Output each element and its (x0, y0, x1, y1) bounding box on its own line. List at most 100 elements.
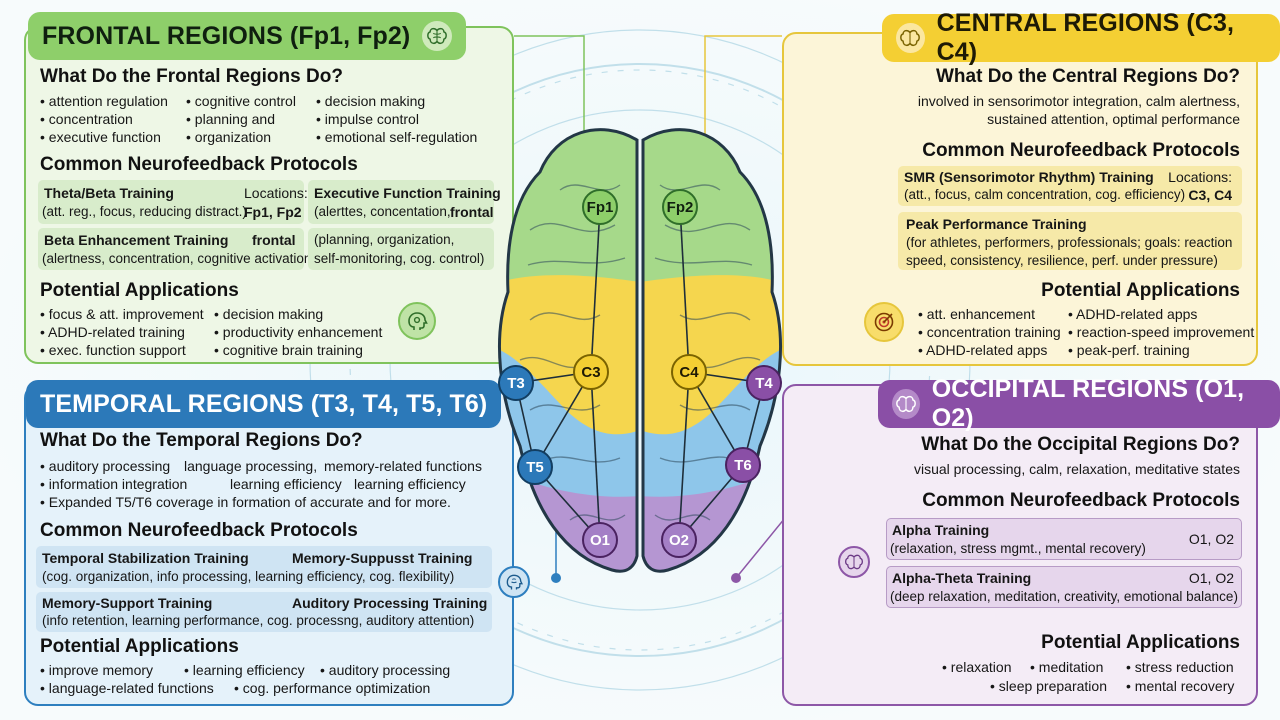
protocol-desc: (cog. organization, info processing, lea… (42, 569, 455, 584)
protocol-name: Beta Enhancement Training (44, 232, 229, 248)
temporal-function: memory-related functions (324, 458, 482, 474)
protocol-desc: (alerttes, concentation, (314, 204, 451, 219)
protocol-location: O1, O2 (1188, 531, 1234, 547)
temporal-function: • auditory processing (40, 458, 171, 474)
central-question: What Do the Central Regions Do? (936, 66, 1240, 87)
frontal-app: • productivity enhancement (214, 324, 383, 340)
temporal-apps-heading: Potential Applications (40, 636, 239, 657)
occipital-app: • sleep preparation (990, 678, 1107, 694)
central-app: • concentration training (918, 324, 1061, 340)
electrode-o1: O1 (582, 522, 618, 558)
temporal-app: • language-related functions (40, 680, 214, 696)
occipital-app: • relaxation (942, 659, 1012, 675)
protocol-name: Temporal Stabilization Training (42, 550, 249, 566)
electrode-t4: T4 (746, 365, 782, 401)
head-gear-icon (398, 302, 436, 340)
protocol-location: O1, O2 (1188, 570, 1234, 586)
protocol-desc: (alertness, concentration, cognitive act… (42, 251, 316, 266)
temporal-protocol-box (36, 592, 492, 632)
frontal-protocol-box (308, 228, 494, 270)
frontal-function: • attention regulation (40, 93, 168, 109)
temporal-note: • Expanded T5/T6 coverage in formation o… (40, 494, 451, 510)
electrode-label: T5 (526, 459, 544, 476)
central-app: • reaction-speed improvement (1068, 324, 1255, 340)
occipital-title-text: OCCIPITAL REGIONS (O1, O2) (931, 375, 1245, 432)
central-protocols-heading: Common Neurofeedback Protocols (922, 140, 1240, 161)
temporal-function: language processing, (184, 458, 318, 474)
temporal-app: • learning efficiency (184, 662, 305, 678)
occipital-desc: visual processing, calm, relaxation, med… (913, 461, 1240, 477)
protocol-name: Memory-Suppusst Training (292, 550, 473, 566)
electrode-label: Fp2 (667, 199, 694, 216)
occipital-app: • mental recovery (1126, 678, 1235, 694)
locations-label: Locations: (1168, 169, 1232, 185)
electrode-label: C4 (679, 364, 699, 381)
protocol-desc: (relaxation, stress mgmt., mental recove… (890, 541, 1146, 556)
central-app: • peak-perf. training (1068, 342, 1190, 358)
target-icon (864, 302, 904, 342)
central-protocol-box (898, 166, 1242, 206)
head-icon (498, 566, 530, 598)
electrode-c3: C3 (573, 354, 609, 390)
frontal-app: • exec. function support (40, 342, 186, 358)
brain-icon (896, 23, 925, 53)
temporal-protocols-heading: Common Neurofeedback Protocols (40, 520, 358, 541)
frontal-app: • focus & att. improvement (40, 306, 204, 322)
protocol-desc: speed, consistency, resilience, perf. un… (906, 253, 1218, 268)
frontal-function: • emotional self-regulation (316, 129, 478, 145)
frontal-protocol-box (38, 228, 304, 270)
protocol-desc: (for athletes, performers, professionals… (906, 235, 1233, 250)
electrode-fp1: Fp1 (582, 189, 618, 225)
occipital-question: What Do the Occipital Regions Do? (921, 434, 1240, 455)
protocol-desc: (info retention, learning performance, c… (42, 613, 475, 628)
frontal-protocol-box (38, 180, 304, 224)
frontal-protocol-box (308, 180, 494, 224)
occipital-app: • stress reduction (1126, 659, 1234, 675)
protocol-desc: self-monitoring, cog. control) (314, 251, 485, 266)
frontal-function: • concentration (40, 111, 133, 127)
brain-icon (422, 21, 453, 51)
frontal-function: • organization (186, 129, 272, 145)
protocol-location: frontal (252, 232, 296, 248)
frontal-app: • cognitive brain training (214, 342, 363, 358)
protocol-name: Executive Function Training (314, 185, 501, 201)
central-desc: involved in sensorimotor integration, ca… (917, 93, 1240, 109)
electrode-fp2: Fp2 (662, 189, 698, 225)
electrode-label: O1 (590, 532, 610, 549)
protocol-name: Alpha-Theta Training (892, 570, 1032, 586)
electrode-t5: T5 (517, 449, 553, 485)
occipital-protocol-box (886, 566, 1242, 608)
central-title-text: CENTRAL REGIONS (C3, C4) (936, 9, 1235, 66)
occipital-protocol-box (886, 518, 1242, 560)
protocol-name: SMR (Sensorimotor Rhythm) Training (904, 169, 1154, 185)
protocol-name: Auditory Processing Training (292, 595, 488, 611)
frontal-apps-heading: Potential Applications (40, 280, 239, 301)
electrode-label: Fp1 (587, 199, 614, 216)
occipital-protocols-heading: Common Neurofeedback Protocols (922, 490, 1240, 511)
occipital-app: • meditation (1030, 659, 1104, 675)
central-app: • att. enhancement (918, 306, 1035, 322)
temporal-question: What Do the Temporal Regions Do? (40, 430, 363, 451)
electrode-label: O2 (669, 532, 689, 549)
central-app: • ADHD-related apps (918, 342, 1048, 358)
frontal-app: • decision making (214, 306, 324, 322)
central-desc: sustained attention, optimal performance (987, 111, 1240, 127)
protocol-name: Theta/Beta Training (44, 185, 174, 201)
brain-icon (838, 546, 870, 578)
occipital-apps-heading: Potential Applications (1041, 632, 1240, 653)
protocol-name: Memory-Support Training (42, 595, 213, 611)
frontal-function: • decision making (316, 93, 426, 109)
temporal-panel (24, 384, 514, 706)
electrode-o2: O2 (661, 522, 697, 558)
locations-label: Locations: (244, 185, 308, 201)
temporal-function: learning efficiency (354, 476, 466, 492)
protocol-name: Alpha Training (892, 522, 990, 538)
brain-icon (892, 389, 920, 419)
temporal-function: • information integration (40, 476, 188, 492)
central-protocol-box (898, 212, 1242, 270)
frontal-function: • cognitive control (186, 93, 296, 109)
frontal-function: • executive function (40, 129, 161, 145)
electrode-c4: C4 (671, 354, 707, 390)
occipital-title: OCCIPITAL REGIONS (O1, O2) (878, 375, 1280, 432)
temporal-app: • auditory processing (320, 662, 451, 678)
